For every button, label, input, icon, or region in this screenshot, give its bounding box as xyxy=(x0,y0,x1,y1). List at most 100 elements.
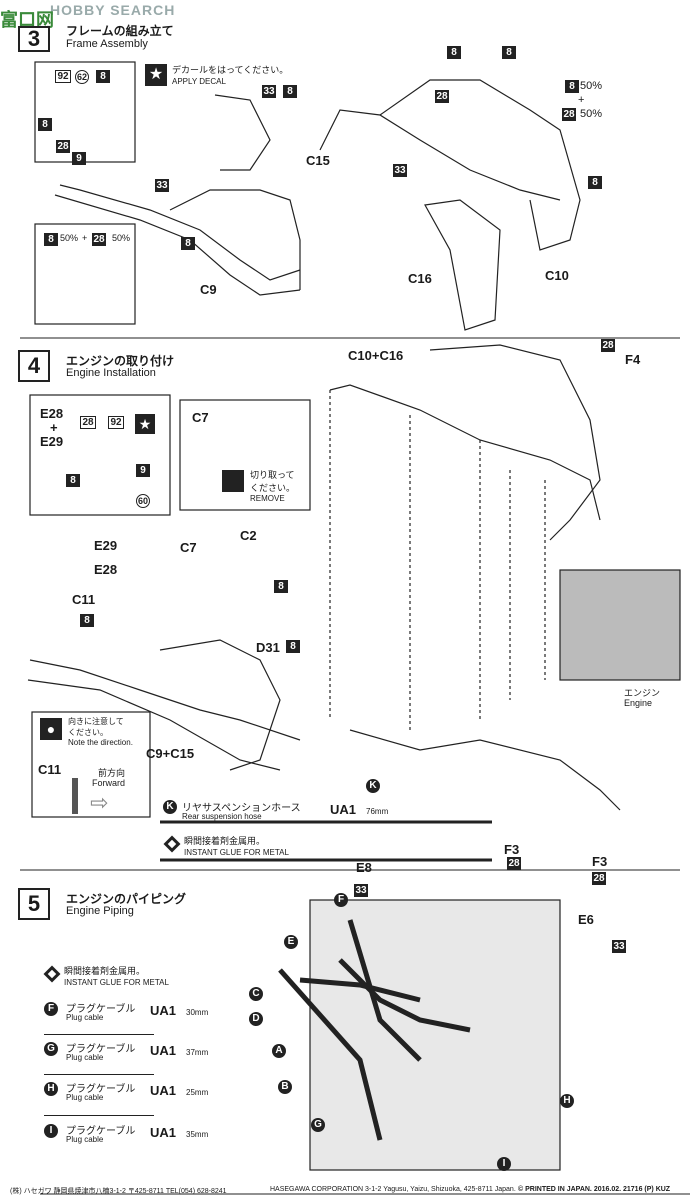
step5-number-box: 5 xyxy=(18,888,50,920)
step3-decal-en: APPLY DECAL xyxy=(172,77,226,86)
color-28: 28 xyxy=(562,108,576,121)
part-c10: C10 xyxy=(545,268,569,283)
part-e6: E6 xyxy=(578,912,594,927)
c7-cut-jp: 切り取って ください。 xyxy=(250,470,296,493)
color-9: 9 xyxy=(136,464,150,477)
step4-title-en: Engine Installation xyxy=(66,367,156,379)
color-8: 8 xyxy=(447,46,461,59)
color-8: 8 xyxy=(274,580,288,593)
cable-g-badge: G xyxy=(44,1042,58,1056)
part-e8: E8 xyxy=(356,860,372,875)
callout-i: I xyxy=(497,1157,511,1171)
engine-en: Engine xyxy=(624,698,653,708)
step3-title-jp: フレームの組み立て xyxy=(66,24,174,38)
color-28: 28 xyxy=(435,90,449,103)
part-c7: C7 xyxy=(180,540,197,555)
direction-jp: 向きに注意して ください。 xyxy=(68,717,124,737)
cable-h-en: Plug cable xyxy=(66,1093,104,1102)
part-c10-c16: C10+C16 xyxy=(348,348,404,363)
color-8: 8 xyxy=(66,474,80,487)
part-c9: C9 xyxy=(200,282,217,297)
color-33: 33 xyxy=(612,940,626,953)
part-d31: D31 xyxy=(256,640,280,655)
cable-g-jp: プラグケーブル xyxy=(66,1044,136,1055)
cable-h-jp: プラグケーブル xyxy=(66,1084,136,1095)
part-f3: F3 xyxy=(504,842,520,857)
mix-right-pct2: 50% xyxy=(580,108,603,120)
cable-f-en: Plug cable xyxy=(66,1013,104,1022)
legend-divider xyxy=(44,1034,154,1035)
color-8: 8 xyxy=(283,85,297,98)
mix-pct2: 50% xyxy=(112,233,131,243)
hose-en: Rear suspension hose xyxy=(182,812,262,821)
step5-title-en: Engine Piping xyxy=(66,905,134,917)
footer-en-address: HASEGAWA CORPORATION 3-1-2 Yagusu, Yaizu… xyxy=(270,1186,516,1193)
cable-h-part: UA1 xyxy=(150,1083,177,1098)
callout-g: G xyxy=(311,1118,325,1132)
color-28: 28 xyxy=(80,416,96,429)
cable-h-len: 25mm xyxy=(186,1088,209,1097)
legend-divider xyxy=(44,1115,154,1116)
cable-i-len: 35mm xyxy=(186,1130,209,1139)
star-icon: ★ xyxy=(145,64,167,86)
cable-i-row: I プラグケーブル Plug cable UA1 35mm xyxy=(44,1122,224,1156)
hose-part: UA1 xyxy=(330,802,357,817)
part-c15: C15 xyxy=(306,153,330,168)
color-8: 8 xyxy=(502,46,516,59)
part-c11-detail: C11 xyxy=(38,762,62,777)
step3-number-box: 3 xyxy=(18,26,50,52)
part-c9-c15: C9+C15 xyxy=(146,746,195,761)
color-8: 8 xyxy=(80,614,94,627)
cable-g-row: G プラグケーブル Plug cable UA1 37mm xyxy=(44,1040,224,1074)
color-62: 62 xyxy=(75,70,89,84)
cable-g-part: UA1 xyxy=(150,1043,177,1058)
arrow-right-icon: ⇨ xyxy=(90,790,109,815)
cable-i-part: UA1 xyxy=(150,1125,177,1140)
cable-h-row: H プラグケーブル Plug cable UA1 25mm xyxy=(44,1080,224,1114)
part-plus: + xyxy=(50,420,58,435)
cable-f-badge: F xyxy=(44,1002,58,1016)
color-8: 8 xyxy=(286,640,300,653)
part-c7-detail: C7 xyxy=(192,410,209,425)
footer-print: © PRINTED IN JAPAN. 2016.02. 21716 (P) K… xyxy=(518,1186,671,1193)
mix-right-pct1: 50% xyxy=(580,80,603,92)
star-icon: ★ xyxy=(135,414,155,434)
color-8: 8 xyxy=(96,70,110,83)
cable-i-badge: I xyxy=(44,1124,58,1138)
color-33: 33 xyxy=(155,179,169,192)
watermark-cn: 富口网 xyxy=(0,10,54,30)
c7-cut-en: REMOVE xyxy=(250,494,285,503)
callout-a: A xyxy=(272,1044,286,1058)
part-c11: C11 xyxy=(72,592,96,607)
step3-decal-jp: デカールをはってください。 xyxy=(172,65,289,75)
color-33: 33 xyxy=(393,164,407,177)
footer-jp-address: (株) ハセガワ 静岡県焼津市八楠3-1-2 〒425-8711 TEL(054… xyxy=(10,1188,227,1195)
callout-d: D xyxy=(249,1012,263,1026)
part-f3: F3 xyxy=(592,854,608,869)
color-92: 92 xyxy=(55,70,71,83)
color-28: 28 xyxy=(592,872,606,885)
step5-glue-jp: 瞬間接着剤金属用。 xyxy=(64,966,146,976)
color-33: 33 xyxy=(354,884,368,897)
callout-b: B xyxy=(278,1080,292,1094)
color-9: 9 xyxy=(72,152,86,165)
callout-f: F xyxy=(334,893,348,907)
engine-jp: エンジン xyxy=(624,688,661,698)
direction-icon: ● xyxy=(40,718,62,740)
legend-divider xyxy=(44,1074,154,1075)
cable-f-len: 30mm xyxy=(186,1008,209,1017)
cable-i-en: Plug cable xyxy=(66,1135,104,1144)
callout-e: E xyxy=(284,935,298,949)
cable-g-len: 37mm xyxy=(186,1048,209,1057)
cable-f-jp: プラグケーブル xyxy=(66,1004,136,1015)
forward-en: Forward xyxy=(92,778,126,788)
part-e29: E29 xyxy=(94,538,118,553)
glue-jp: 瞬間接着剤金属用。 xyxy=(184,836,266,846)
color-8: 8 xyxy=(44,233,58,246)
part-e28: E28 xyxy=(94,562,118,577)
cable-f-part: UA1 xyxy=(150,1003,177,1018)
color-28: 28 xyxy=(507,857,521,870)
mix-pct1: 50% xyxy=(60,233,79,243)
part-c16: C16 xyxy=(408,271,432,286)
